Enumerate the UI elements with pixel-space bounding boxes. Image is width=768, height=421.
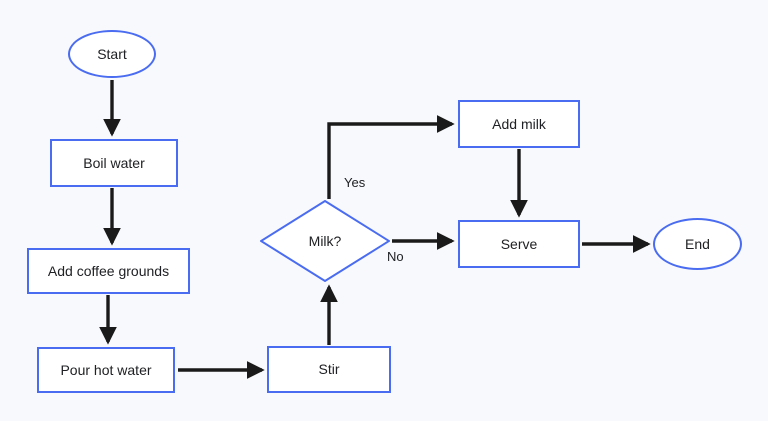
node-start-label: Start: [97, 45, 127, 62]
edge-label-yes: Yes: [344, 175, 366, 190]
node-add-coffee-grounds[interactable]: Add coffee grounds: [27, 248, 190, 294]
node-add-coffee-grounds-label: Add coffee grounds: [47, 262, 170, 279]
edge-milk-yes-to-addmilk: [327, 115, 455, 199]
node-pour-hot-water[interactable]: Pour hot water: [37, 347, 175, 393]
node-stir-label: Stir: [318, 361, 340, 378]
node-pour-hot-water-label: Pour hot water: [60, 361, 152, 378]
node-serve-label: Serve: [500, 235, 538, 252]
node-end-label: End: [685, 235, 710, 252]
diamond-shape-icon: [260, 200, 390, 282]
edge-label-no: No: [387, 249, 404, 264]
node-add-milk-label: Add milk: [492, 115, 546, 132]
node-milk-decision[interactable]: Milk?: [260, 200, 390, 282]
node-add-milk[interactable]: Add milk: [458, 100, 580, 148]
node-serve[interactable]: Serve: [458, 220, 580, 268]
node-boil-water[interactable]: Boil water: [50, 139, 178, 187]
node-boil-water-label: Boil water: [83, 154, 145, 171]
node-stir[interactable]: Stir: [267, 346, 391, 393]
node-milk-decision-label: Milk?: [308, 232, 342, 249]
node-start[interactable]: Start: [68, 30, 156, 78]
node-end[interactable]: End: [653, 218, 742, 270]
